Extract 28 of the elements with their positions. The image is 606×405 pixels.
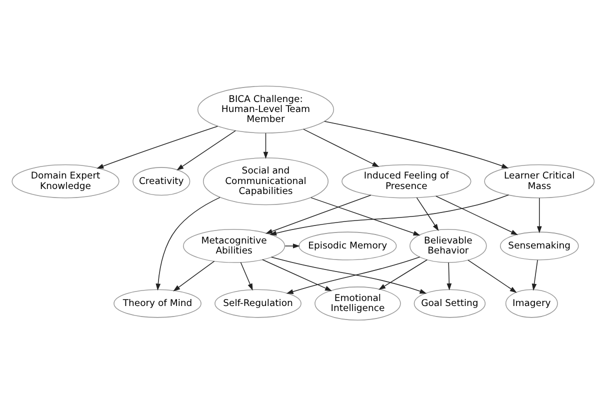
node-ellipse: Induced Feeling of Presence — [342, 164, 472, 198]
arrow — [156, 196, 220, 290]
node-ellipse: Sensemaking — [500, 231, 579, 260]
arrow — [173, 260, 215, 291]
arrow — [176, 130, 236, 170]
node-ellipse: Episodic Memory — [298, 231, 397, 260]
node-ellipse: Theory of Mind — [114, 288, 202, 318]
node-ellipse: Social and Communicational Capabilities — [202, 157, 329, 205]
arrow — [536, 197, 542, 233]
arrow — [532, 259, 538, 290]
arrow — [446, 262, 452, 290]
arrow — [262, 258, 332, 291]
arrow — [416, 196, 439, 230]
arrow — [263, 132, 268, 158]
node-ellipse: BICA Challenge: Human-Level Team Member — [197, 85, 334, 133]
node-ellipse: Creativity — [132, 166, 190, 196]
arrow — [96, 125, 218, 168]
arrow — [436, 195, 518, 235]
arrow — [265, 194, 372, 234]
arrow — [284, 243, 300, 248]
arrow — [378, 258, 428, 290]
arrow — [303, 128, 380, 167]
arrow — [324, 120, 509, 168]
arrow — [310, 196, 420, 235]
arrow — [270, 194, 510, 235]
node-ellipse: Imagery — [505, 288, 558, 318]
arrow — [468, 259, 517, 292]
arrow — [240, 261, 253, 290]
